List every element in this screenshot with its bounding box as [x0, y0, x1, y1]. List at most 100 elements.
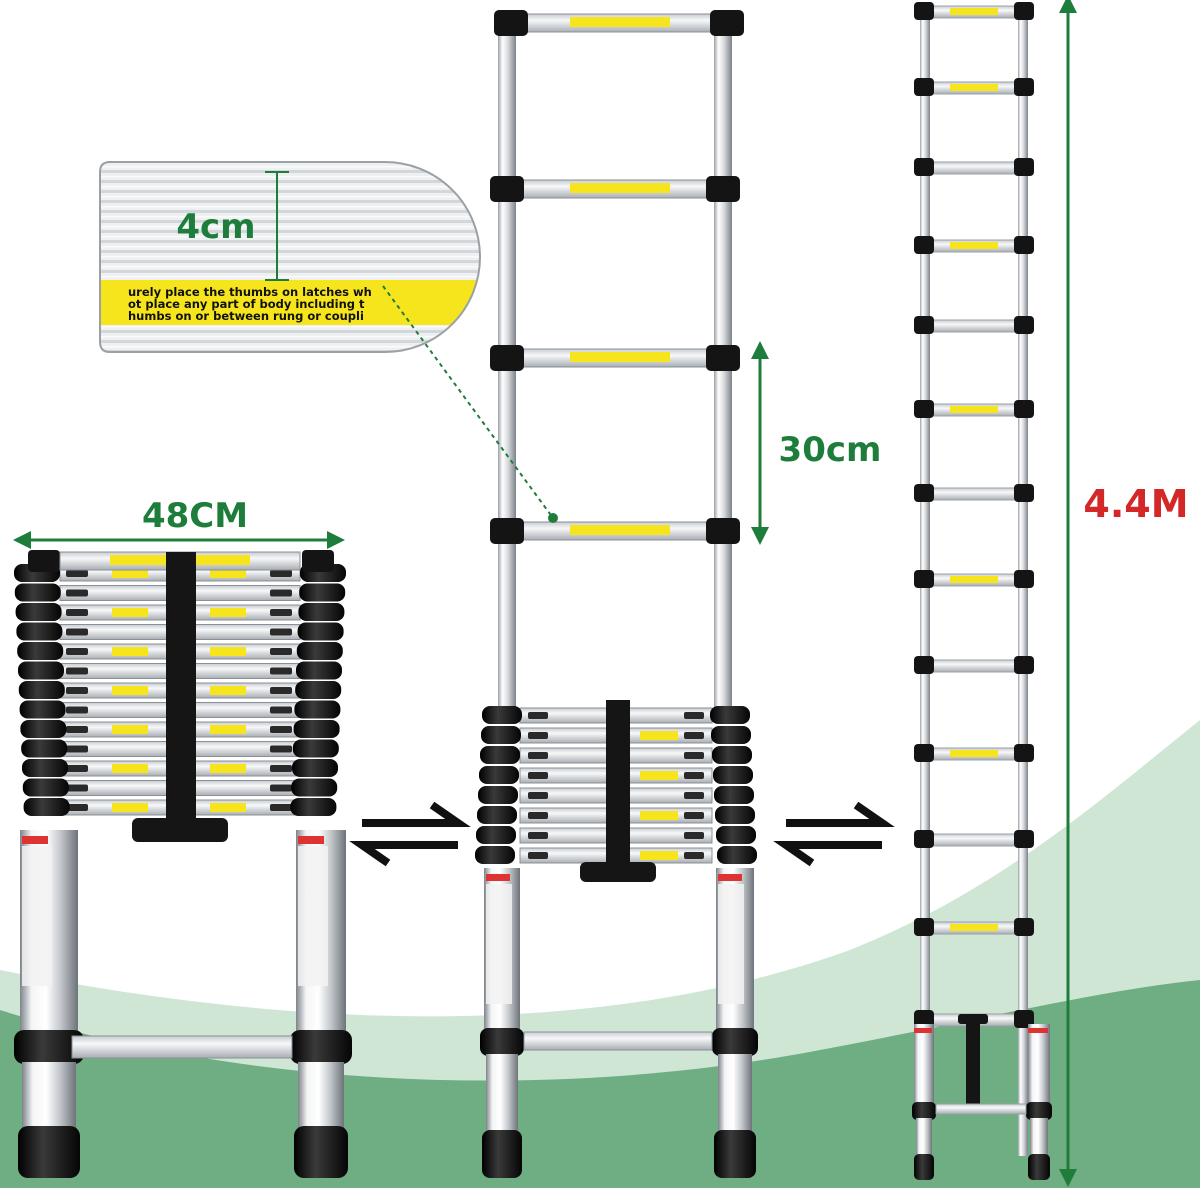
warning-sticker [112, 608, 148, 617]
rung [929, 319, 1019, 333]
sticker [22, 836, 48, 844]
warning-sticker [640, 771, 678, 780]
safety-sticker [298, 846, 328, 986]
partially-extended-ladder [475, 10, 758, 1178]
hinge-cap [490, 176, 524, 202]
warning-sticker [112, 725, 148, 734]
top-cap [302, 550, 334, 572]
warning-sticker [950, 84, 998, 91]
height-measure: 4.4M [1059, 0, 1189, 1187]
hinge-cap [914, 484, 934, 502]
warning-sticker [950, 576, 998, 583]
warning-sticker [950, 8, 998, 15]
safety-sticker [22, 846, 52, 986]
lower-tube [916, 1118, 932, 1156]
latch [684, 852, 704, 859]
warning-sticker [210, 764, 246, 773]
sticker [1028, 1028, 1048, 1033]
hinge-cap [16, 622, 63, 641]
hinge-cap [22, 759, 68, 777]
hinge-cap [291, 778, 338, 797]
hinge-cap [14, 583, 61, 602]
hinge-cap [1014, 656, 1034, 674]
hinge-cap [914, 400, 934, 418]
top-cap [28, 550, 60, 572]
latch [270, 648, 292, 655]
hinge-cap [1014, 2, 1034, 20]
rung [929, 659, 1019, 673]
latch [66, 745, 88, 753]
collapsed-width-label: 48CM [142, 496, 248, 536]
latch [270, 804, 292, 811]
foot [18, 1126, 80, 1178]
hinge-cap [481, 726, 521, 744]
latch [684, 752, 704, 759]
warning-sticker [640, 851, 678, 860]
rung-spacing-measure: 30cm [751, 341, 882, 545]
latch [270, 667, 292, 675]
collapsed-ladder [14, 550, 352, 1178]
latch [66, 804, 88, 811]
hinge-cap [715, 806, 755, 824]
sticker [298, 836, 324, 844]
hinge-cap [1014, 78, 1034, 96]
hinge-cap [23, 798, 70, 816]
equilibrium-arrows-icon [773, 801, 895, 867]
hinge-cap [914, 78, 934, 96]
latch [270, 706, 292, 714]
hinge-cap [1014, 400, 1034, 418]
rung [929, 161, 1019, 175]
latch [528, 732, 548, 739]
hinge-cap [710, 10, 744, 36]
foot [294, 1126, 348, 1178]
hinge-cap [293, 720, 340, 738]
hinge-cap [299, 583, 346, 602]
rung [929, 833, 1019, 847]
lower-tube [298, 1062, 344, 1132]
strap [166, 552, 196, 824]
hinge-cap [914, 1010, 934, 1028]
rung-spacing-label: 30cm [779, 430, 882, 470]
latch [270, 745, 292, 753]
hinge-cap [1014, 158, 1034, 176]
foot [914, 1154, 934, 1180]
warning-sticker [112, 686, 148, 695]
strap [606, 700, 630, 868]
hinge-cap [490, 345, 524, 371]
latch [66, 706, 88, 714]
latch [270, 609, 292, 616]
strap-handle [580, 862, 656, 882]
latch [66, 570, 88, 577]
safety-sticker [486, 884, 512, 1004]
hinge-cap [706, 518, 740, 544]
latch [66, 609, 88, 616]
hinge-cap [490, 518, 524, 544]
hinge-cap [713, 766, 753, 784]
latch [270, 687, 292, 694]
hinge-cap [706, 176, 740, 202]
latch [270, 570, 292, 577]
foot [482, 1130, 522, 1178]
warning-sticker [950, 750, 998, 757]
latch [270, 765, 292, 772]
latch [270, 784, 292, 792]
latch [66, 726, 88, 733]
hinge-cap [914, 316, 934, 334]
hinge-cap [1014, 236, 1034, 254]
warning-sticker [210, 647, 246, 656]
bottom-rung [71, 1035, 293, 1059]
hinge-cap [710, 706, 750, 724]
hinge-cap [477, 806, 517, 824]
bottom-rung [523, 1031, 713, 1051]
latch [66, 648, 88, 655]
hinge-cap [1014, 1010, 1034, 1028]
warning-sticker [210, 686, 246, 695]
hinge-cap [1014, 744, 1034, 762]
warning-sticker [570, 183, 670, 193]
hinge-cap [1014, 570, 1034, 588]
warning-sticker [210, 569, 246, 578]
hinge-cap [1014, 830, 1034, 848]
hinge-cap [717, 846, 757, 864]
hinge-cap [914, 656, 934, 674]
